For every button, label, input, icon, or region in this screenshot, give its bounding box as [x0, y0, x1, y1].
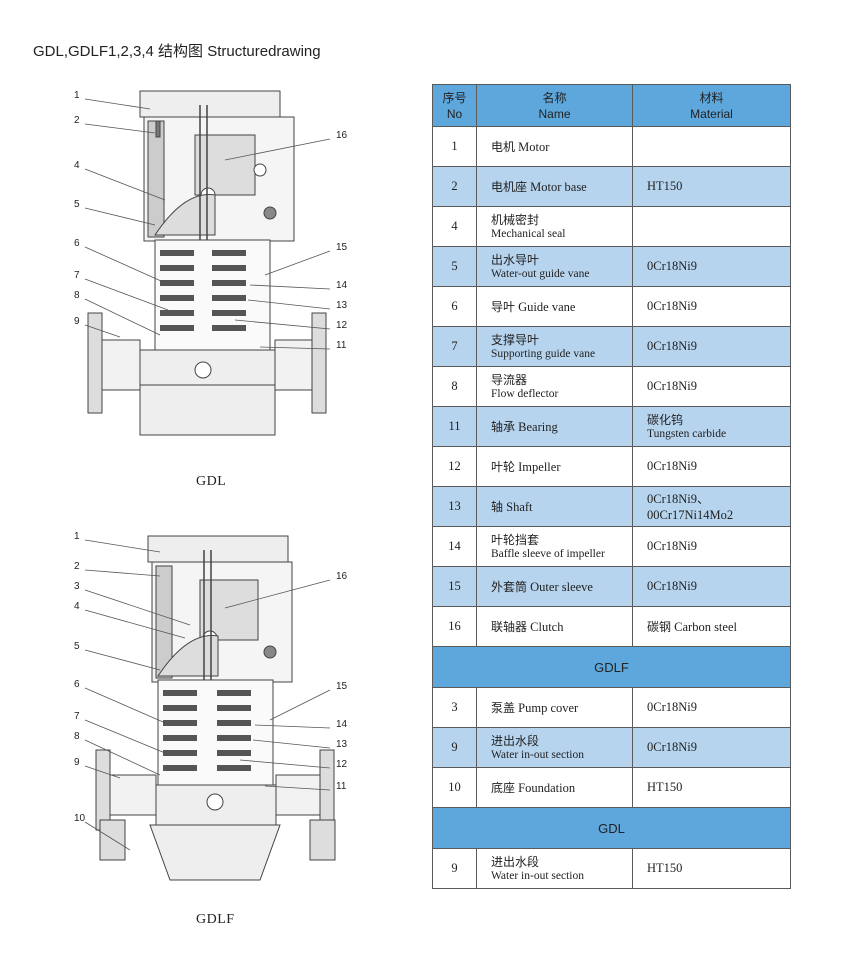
gdl-drawing-svg: [84, 90, 331, 436]
callout-label: 12: [336, 759, 348, 770]
callout-label: 7: [74, 711, 80, 722]
callout-label: 9: [74, 757, 80, 768]
gdlf-drawing-svg: [84, 535, 336, 881]
callout-label: 11: [336, 781, 347, 792]
callout-label: 8: [74, 290, 80, 301]
callout-label: 13: [336, 300, 348, 311]
callout-label: 6: [74, 679, 80, 690]
table-row: 2 电机座 Motor base HT150: [432, 166, 791, 207]
gdl-caption: GDL: [196, 474, 227, 489]
callout-label: 6: [74, 238, 80, 249]
callout-label: 8: [74, 731, 80, 742]
page-title: GDL,GDLF1,2,3,4 结构图 Structuredrawing: [33, 43, 321, 60]
gdl-structure-drawing: 1 2 4 5 6 7 8 9 16 15 14 13 12 11: [60, 85, 360, 445]
callout-label: 9: [74, 316, 80, 327]
table-row: 12 叶轮 Impeller 0Cr18Ni9: [432, 446, 791, 487]
section-header-gdl: GDL: [432, 807, 791, 849]
callout-label: 1: [74, 531, 80, 542]
callout-label: 3: [74, 581, 80, 592]
callout-label: 13: [336, 739, 348, 750]
table-row: 10 底座 Foundation HT150: [432, 767, 791, 808]
callout-label: 15: [336, 242, 348, 253]
table-row: 1 电机 Motor: [432, 126, 791, 167]
gdlf-structure-drawing: 1 2 3 4 5 6 7 8 9 10 16 15 14 13 12 11: [60, 530, 360, 890]
callout-label: 2: [74, 561, 80, 572]
callout-label: 16: [336, 571, 348, 582]
callout-label: 5: [74, 641, 80, 652]
callout-label: 1: [74, 90, 80, 101]
section-header-gdlf: GDLF: [432, 646, 791, 688]
callout-label: 2: [74, 115, 80, 126]
callout-label: 14: [336, 719, 348, 730]
callout-label: 11: [336, 340, 347, 351]
table-row: 15 外套筒 Outer sleeve 0Cr18Ni9: [432, 566, 791, 607]
callout-label: 16: [336, 130, 348, 141]
callout-label: 5: [74, 199, 80, 210]
callout-label: 4: [74, 160, 80, 171]
callout-label: 4: [74, 601, 80, 612]
callout-label: 12: [336, 320, 348, 331]
callout-label: 7: [74, 270, 80, 281]
table-row: 6 导叶 Guide vane 0Cr18Ni9: [432, 286, 791, 327]
gdlf-caption: GDLF: [196, 912, 235, 927]
table-row: 3 泵盖 Pump cover 0Cr18Ni9: [432, 687, 791, 728]
table-row: 16 联轴器 Clutch 碳钢 Carbon steel: [432, 606, 791, 647]
callout-label: 15: [336, 681, 348, 692]
callout-label: 14: [336, 280, 348, 291]
table-row: 13 轴 Shaft 0Cr18Ni9、00Cr17Ni14Mo2: [432, 486, 791, 527]
callout-label: 10: [74, 813, 86, 824]
